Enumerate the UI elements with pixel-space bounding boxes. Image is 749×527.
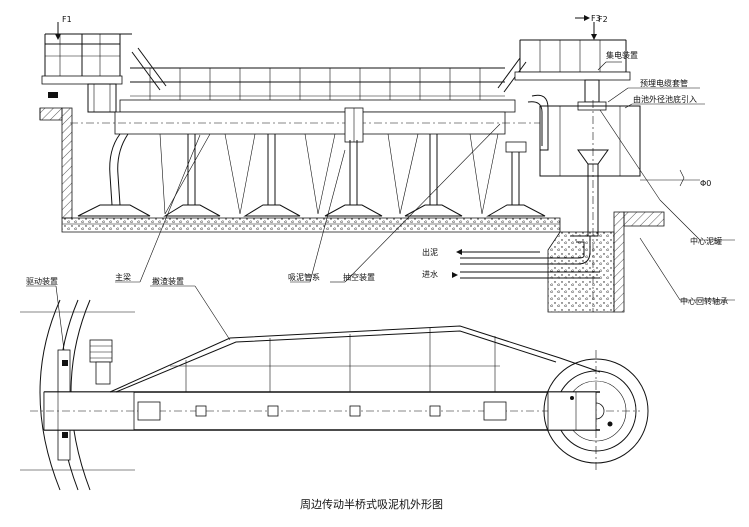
drawing-caption: 周边传动半桥式吸泥机外形图 [300, 497, 443, 511]
label-drive-unit: 驱动装置 [26, 276, 58, 286]
label-sludge-out: 出泥 [422, 247, 438, 257]
section-mark-f3: F3 [575, 14, 601, 23]
label-diameter: Φ0 [700, 179, 711, 188]
left-tank-wall [61, 107, 73, 219]
label-embedded-cable-conduit: 预埋电缆套管 [640, 78, 688, 88]
elevation-view [39, 33, 735, 313]
label-center-bearing: 中心回转轴承 [680, 296, 728, 306]
suction-pipes [77, 133, 546, 217]
left-walkway [41, 33, 132, 113]
f3-label: F3 [591, 14, 601, 23]
leader-lines-plan [26, 285, 231, 351]
f1-label: F1 [62, 15, 72, 24]
section-mark-f1: F1 [55, 15, 72, 40]
label-cable-from-tank-bottom: 由池外径池底引入 [633, 94, 697, 104]
tank-floor [61, 217, 561, 233]
labels: 集电装置 预埋电缆套管 由池外径池底引入 Φ0 中心泥罐 出泥 进水 中心回转轴… [26, 50, 728, 511]
plan-view [20, 285, 649, 491]
main-handrail [119, 47, 527, 113]
label-center-drum: 中心泥罐 [690, 236, 722, 246]
centre-column [452, 94, 700, 313]
center-bearing-plan [543, 350, 649, 472]
label-main-beam: 主梁 [115, 272, 131, 282]
section-mark-f2: F2 [591, 15, 608, 40]
label-skimmer-device: 撇渣装置 [152, 276, 184, 286]
label-suction-pipe-system: 吸泥管系 [288, 272, 320, 282]
skimmer-plan [109, 325, 601, 393]
leader-lines-top [115, 61, 735, 301]
label-vacuum-device: 抽空装置 [343, 272, 375, 282]
f2-label: F2 [598, 15, 608, 24]
bridge-beam-plan [30, 391, 640, 431]
label-water-in: 进水 [422, 269, 438, 279]
label-collector-ring: 集电装置 [606, 50, 638, 60]
